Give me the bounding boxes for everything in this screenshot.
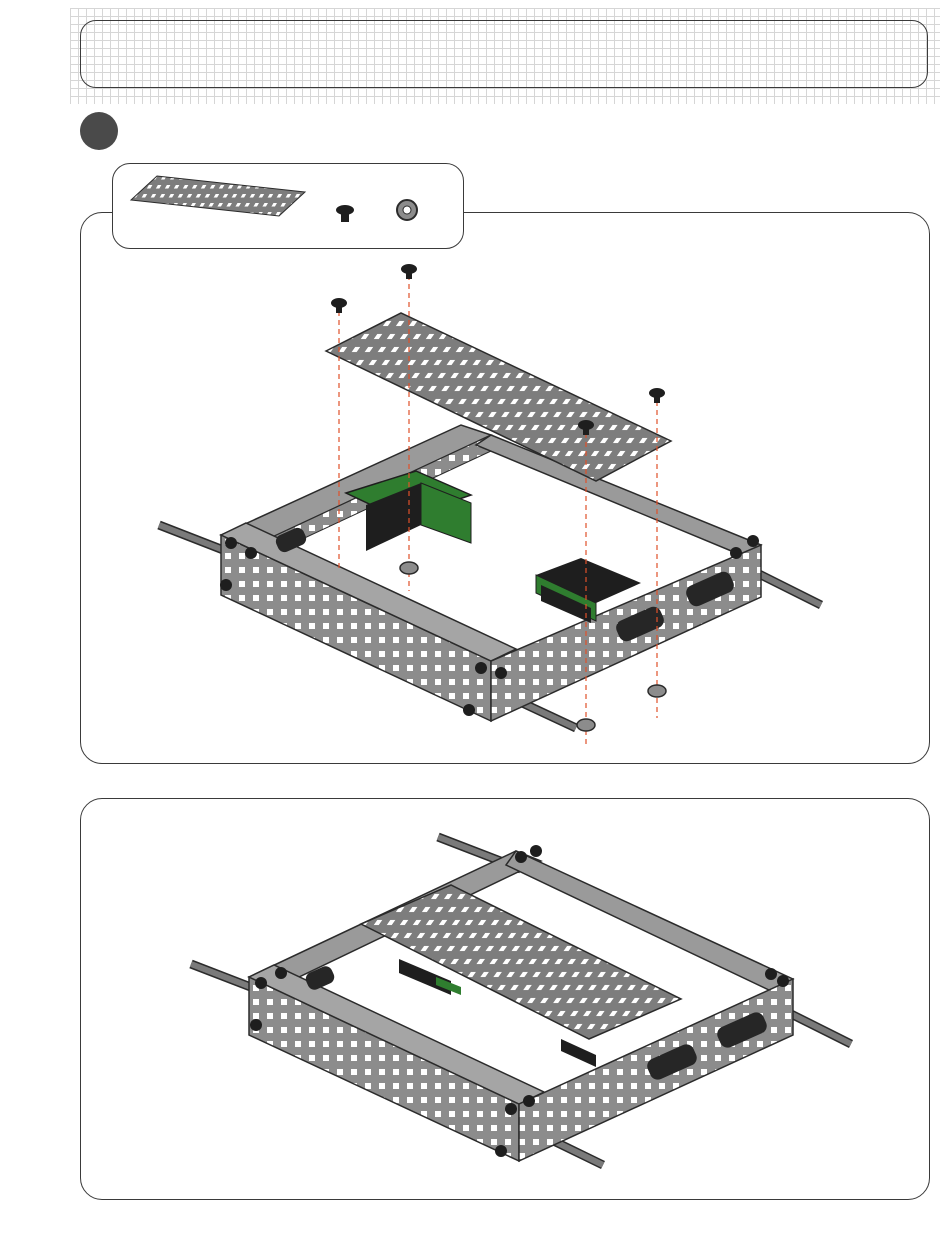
assembled-view-panel — [80, 798, 930, 1200]
assembled-view-illustration — [81, 799, 931, 1201]
axle-left-front — [159, 525, 231, 553]
parts-callout — [112, 163, 464, 249]
flat-plate-icon — [131, 176, 305, 216]
screw-icon — [336, 205, 354, 222]
nut-icon — [397, 200, 417, 220]
motor — [561, 1039, 596, 1067]
flat-plate-exploded — [326, 313, 671, 481]
parts-list — [113, 164, 465, 250]
step-header — [80, 20, 928, 88]
exploded-view-illustration — [81, 213, 931, 765]
step-number-badge — [80, 112, 118, 150]
exploded-view-panel — [80, 212, 930, 764]
frame-rail-front-left — [221, 523, 516, 721]
